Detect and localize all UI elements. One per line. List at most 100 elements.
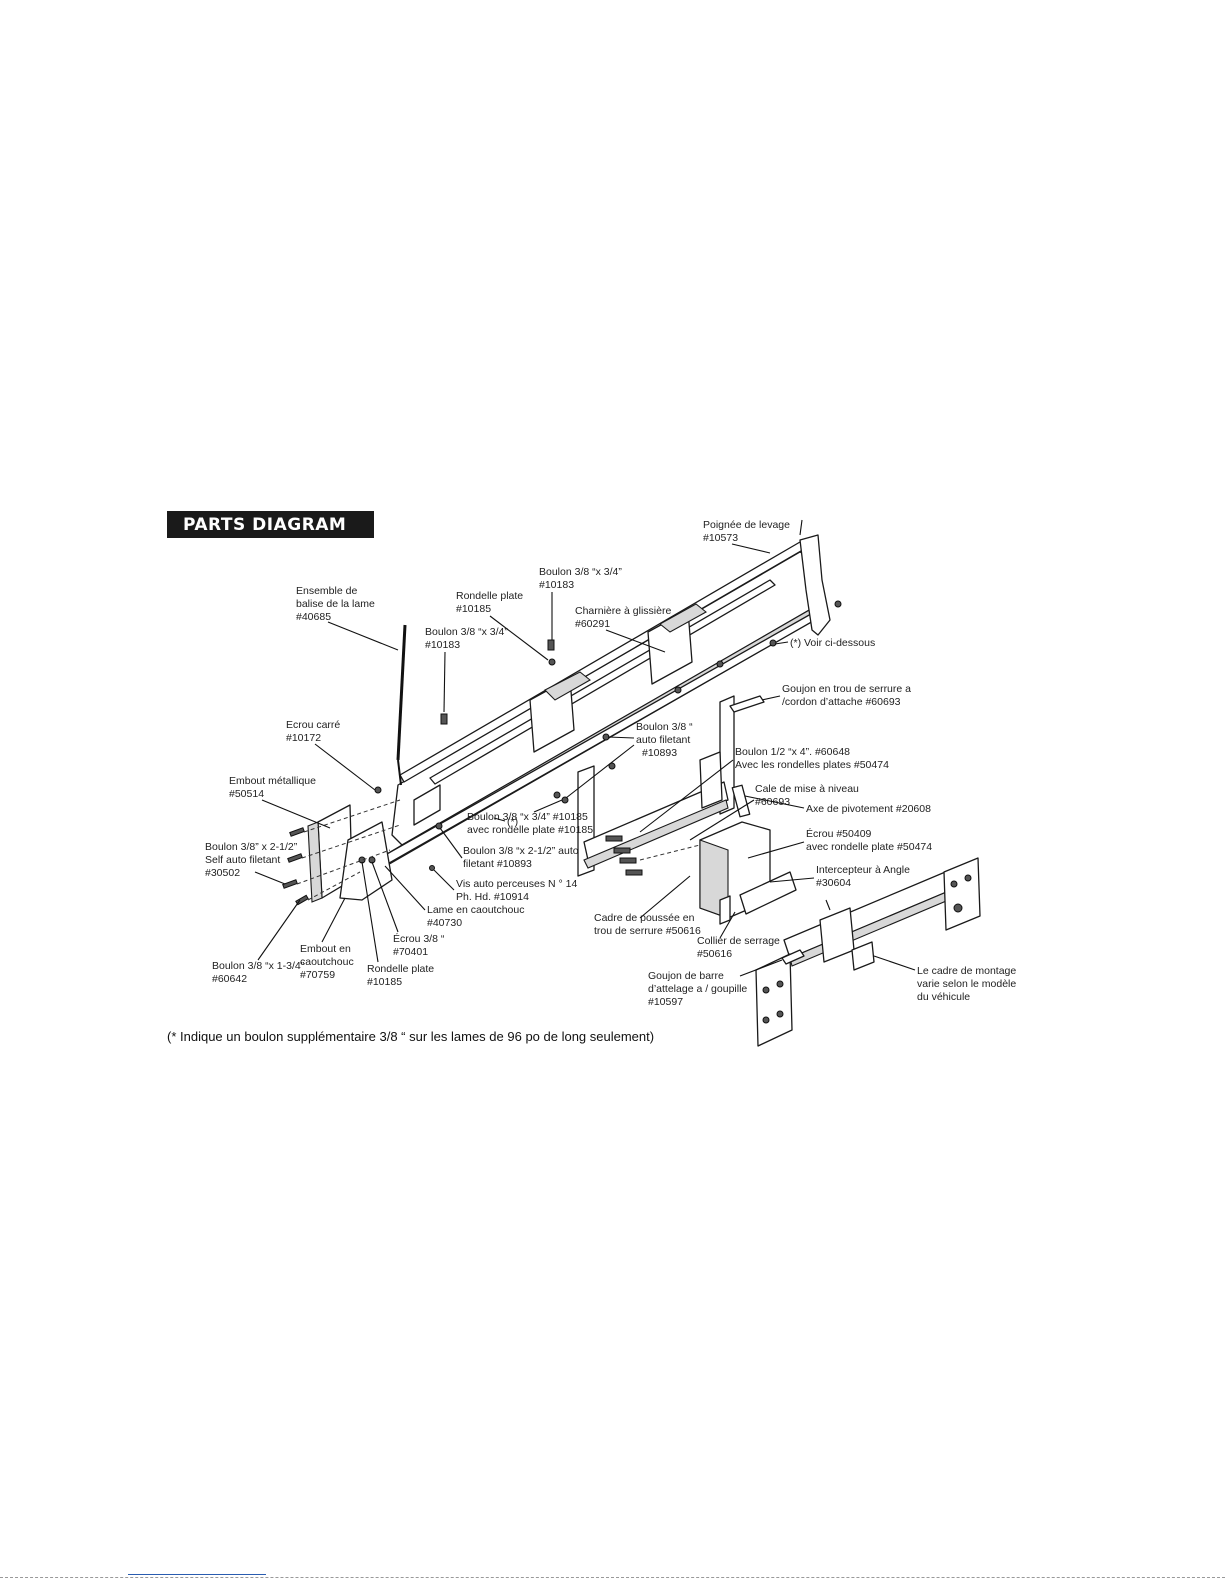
label-lame: Lame en caoutchouc #40730: [384, 865, 524, 929]
svg-text:Avec les rondelles plates #504: Avec les rondelles plates #50474: [735, 759, 889, 771]
label-intercepteur: Intercepteur à Angle #30604: [769, 864, 910, 889]
svg-text:avec rondelle plate #50474: avec rondelle plate #50474: [806, 841, 932, 853]
svg-text:(*): (*): [507, 816, 518, 828]
label-boulon-left: Boulon 3/8 “x 3/4” #10183: [425, 626, 508, 713]
label-boulon-self: Boulon 3/8” x 2-1/2” Self auto filetant …: [205, 841, 298, 885]
svg-text:Le cadre de montage: Le cadre de montage: [917, 965, 1016, 977]
label-ensemble: Ensemble de balise de la lame #40685: [296, 585, 399, 651]
label-axe: Axe de pivotement #20608: [744, 795, 931, 815]
label-vis: Vis auto perceuses N ° 14 Ph. Hd. #10914: [433, 869, 577, 903]
label-ecrou-50409: Écrou #50409 avec rondelle plate #50474: [747, 827, 932, 859]
svg-text:#70759: #70759: [300, 969, 335, 981]
svg-text:Ecrou carré: Ecrou carré: [286, 719, 340, 731]
svg-text:Ph. Hd. #10914: Ph. Hd. #10914: [456, 891, 529, 903]
svg-text:Embout métallique: Embout métallique: [229, 775, 316, 787]
callout-labels: Poignée de levage #10573 Boulon 3/8 “x 3…: [205, 519, 1016, 1008]
svg-text:#10893: #10893: [642, 747, 677, 759]
svg-text:Axe de pivotement #20608: Axe de pivotement #20608: [806, 803, 931, 815]
svg-text:auto filetant: auto filetant: [636, 734, 690, 746]
label-charniere: Charnière à glissière #60291: [575, 605, 671, 653]
label-ecrou-carre: Ecrou carré #10172: [286, 719, 376, 791]
svg-text:Cale de mise à niveau: Cale de mise à niveau: [755, 783, 859, 795]
svg-text:caoutchouc: caoutchouc: [300, 956, 354, 968]
svg-text:Boulon 3/8 “x 3/4”: Boulon 3/8 “x 3/4”: [425, 626, 508, 638]
label-voir: (*) Voir ci-dessous: [774, 637, 875, 649]
svg-text:Boulon 3/8 “x 2-1/2” auto: Boulon 3/8 “x 2-1/2” auto: [463, 845, 579, 857]
svg-text:Boulon 3/8” x 2-1/2”: Boulon 3/8” x 2-1/2”: [205, 841, 298, 853]
svg-text:#50514: #50514: [229, 788, 264, 800]
label-ecrou-38: Écrou 3/8 “ #70401: [371, 861, 445, 958]
label-embout-met: Embout métallique #50514: [229, 775, 331, 829]
svg-text:Cadre de poussée en: Cadre de poussée en: [594, 912, 695, 924]
svg-text:Lame en caoutchouc: Lame en caoutchouc: [427, 904, 524, 916]
angle-interceptor: [639, 784, 797, 925]
label-rondelle-top: Rondelle plate #10185: [456, 590, 549, 661]
svg-text:Écrou 3/8 “: Écrou 3/8 “: [393, 932, 445, 945]
svg-text:varie selon le modèle: varie selon le modèle: [917, 978, 1016, 990]
svg-text:#60642: #60642: [212, 973, 247, 985]
plow-blade: [379, 519, 831, 867]
footnote: (* Indique un boulon supplémentaire 3/8 …: [167, 1029, 654, 1044]
svg-text:/cordon d’attache #60693: /cordon d’attache #60693: [782, 696, 901, 708]
page-bottom-rule: [0, 1577, 1225, 1578]
svg-text:Intercepteur à Angle: Intercepteur à Angle: [816, 864, 910, 876]
push-frame: [577, 695, 765, 877]
header-title: PARTS DIAGRAM: [183, 515, 346, 535]
svg-text:balise de la lame: balise de la lame: [296, 598, 375, 610]
svg-text:#10597: #10597: [648, 996, 683, 1008]
label-boulon-auto: Boulon 3/8 “ auto filetant #10893: [565, 721, 693, 799]
svg-text:Rondelle plate: Rondelle plate: [456, 590, 523, 602]
header-background: [167, 511, 374, 538]
svg-text:#10185: #10185: [456, 603, 491, 615]
svg-text:#50616: #50616: [697, 948, 732, 960]
label-cadre: Cadre de poussée en trou de serrure #506…: [594, 875, 701, 937]
svg-text:Boulon 1/2 “x 4”. #60648: Boulon 1/2 “x 4”. #60648: [735, 746, 850, 758]
svg-text:Écrou #50409: Écrou #50409: [806, 827, 872, 840]
svg-text:Goujon de barre: Goujon de barre: [648, 970, 724, 982]
svg-text:#40685: #40685: [296, 611, 331, 623]
label-collier: Collier de serrage #50616: [697, 911, 780, 960]
blade-marker-rod: [396, 624, 407, 761]
svg-text:Boulon 3/8 “x 3/4” #10185: Boulon 3/8 “x 3/4” #10185: [467, 811, 588, 823]
svg-text:du véhicule: du véhicule: [917, 991, 970, 1003]
label-rondelle-bot: Rondelle plate #10185: [361, 861, 434, 988]
label-embout-caou: Embout en caoutchouc #70759: [300, 897, 354, 981]
svg-text:Self auto filetant: Self auto filetant: [205, 854, 280, 866]
svg-text:#10185: #10185: [367, 976, 402, 988]
label-asterisk: (*): [493, 816, 518, 828]
label-boulon-top: Boulon 3/8 “x 3/4” #10183: [539, 566, 622, 640]
svg-text:Embout en: Embout en: [300, 943, 351, 955]
svg-text:#10172: #10172: [286, 732, 321, 744]
label-goujon-serrure: Goujon en trou de serrure a /cordon d’at…: [761, 683, 911, 708]
svg-text:d’attelage a / goupille: d’attelage a / goupille: [648, 983, 747, 995]
svg-text:(*) Voir ci-dessous: (*) Voir ci-dessous: [790, 637, 875, 649]
page-link-underline[interactable]: [128, 1574, 266, 1575]
header-block: PARTS DIAGRAM: [167, 511, 374, 538]
svg-text:#30604: #30604: [816, 877, 851, 889]
svg-text:#10183: #10183: [425, 639, 460, 651]
svg-text:Poignée de levage: Poignée de levage: [703, 519, 790, 531]
label-boulon-rondelle: Boulon 3/8 “x 3/4” #10185 avec rondelle …: [467, 799, 593, 836]
svg-text:Vis auto perceuses N ° 14: Vis auto perceuses N ° 14: [456, 878, 577, 890]
svg-text:Boulon 3/8 “x 1-3/4”: Boulon 3/8 “x 1-3/4”: [212, 960, 305, 972]
left-end-caps: [282, 786, 401, 906]
svg-text:#60291: #60291: [575, 618, 610, 630]
svg-text:filetant #10893: filetant #10893: [463, 858, 532, 870]
small-hardware: [429, 600, 842, 871]
svg-text:#30502: #30502: [205, 867, 240, 879]
svg-text:Boulon 3/8 “: Boulon 3/8 “: [636, 721, 693, 733]
svg-text:Goujon en trou de serrure a: Goujon en trou de serrure a: [782, 683, 911, 695]
label-poignee: Poignée de levage #10573: [703, 519, 790, 554]
label-cadre-montage: Le cadre de montage varie selon le modèl…: [873, 955, 1016, 1003]
svg-text:Rondelle plate: Rondelle plate: [367, 963, 434, 975]
label-goujon-barre: Goujon de barre d’attelage a / goupille …: [648, 959, 783, 1008]
svg-text:Charnière à glissière: Charnière à glissière: [575, 605, 671, 617]
svg-text:Boulon 3/8 “x 3/4”: Boulon 3/8 “x 3/4”: [539, 566, 622, 578]
label-boulon-212: Boulon 3/8 “x 2-1/2” auto filetant #1089…: [439, 827, 579, 870]
svg-text:Collier de serrage: Collier de serrage: [697, 935, 780, 947]
svg-text:avec rondelle plate #10185: avec rondelle plate #10185: [467, 824, 593, 836]
label-boulon-half: Boulon 1/2 “x 4”. #60648 Avec les rondel…: [639, 746, 889, 833]
label-boulon-134: Boulon 3/8 “x 1-3/4” #60642: [212, 899, 305, 985]
svg-text:#70401: #70401: [393, 946, 428, 958]
